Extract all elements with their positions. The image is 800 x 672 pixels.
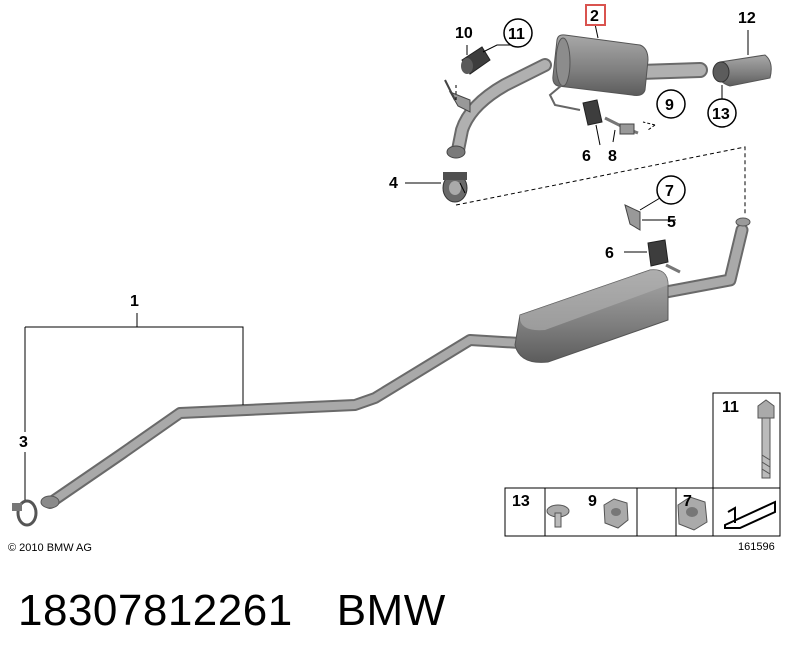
tailpipe-trim — [712, 54, 772, 87]
legend-label-11: 11 — [722, 399, 739, 416]
callout-labels: 1 2 3 4 5 6 6 7 7 8 9 10 11 12 13 11 13 … — [19, 8, 756, 510]
callout-7-legend[interactable]: 7 — [683, 493, 692, 510]
clamp — [12, 499, 38, 527]
reference-number: 161596 — [738, 541, 775, 553]
callout-6-upper[interactable]: 6 — [582, 148, 591, 165]
exhaust-pipe — [40, 217, 751, 509]
callout-6-lower[interactable]: 6 — [605, 245, 614, 262]
nut-icon — [603, 498, 629, 529]
copyright-text: © 2010 BMW AG — [8, 542, 92, 554]
flange-nut-icon — [677, 496, 708, 531]
brand-name: BMW — [336, 586, 446, 635]
rear-silencer — [552, 34, 649, 96]
callout-1[interactable]: 1 — [130, 293, 139, 310]
callout-11[interactable]: 11 — [508, 26, 525, 43]
rubber-mount-lower — [647, 239, 681, 274]
callout-2[interactable]: 2 — [590, 8, 599, 25]
part-caption: 18307812261 BMW — [18, 586, 490, 636]
callout-9[interactable]: 9 — [665, 97, 674, 114]
callout-7-upper[interactable]: 7 — [665, 183, 674, 200]
callout-13[interactable]: 13 — [712, 106, 730, 123]
bolt-icon — [757, 399, 775, 479]
hanger-upper — [548, 84, 639, 135]
rear-pipe — [446, 58, 708, 159]
arrow-sign-icon — [724, 500, 776, 529]
legend-label-9: 9 — [588, 493, 597, 510]
callout-3[interactable]: 3 — [19, 434, 28, 451]
rubber-mount — [461, 46, 491, 75]
legend-box — [504, 392, 781, 537]
main-silencer — [514, 269, 669, 363]
bracket-upper-left — [444, 79, 471, 113]
bracket — [624, 204, 641, 231]
legend-label-13: 13 — [512, 493, 530, 510]
callout-4[interactable]: 4 — [389, 175, 398, 192]
screw-icon — [546, 504, 570, 528]
callout-5[interactable]: 5 — [667, 214, 676, 231]
callout-10[interactable]: 10 — [455, 25, 473, 42]
callout-8[interactable]: 8 — [608, 148, 617, 165]
callout-12[interactable]: 12 — [738, 10, 756, 27]
pipe-clamp — [442, 172, 468, 203]
part-number: 18307812261 — [18, 586, 293, 635]
callout-circles — [503, 4, 737, 205]
